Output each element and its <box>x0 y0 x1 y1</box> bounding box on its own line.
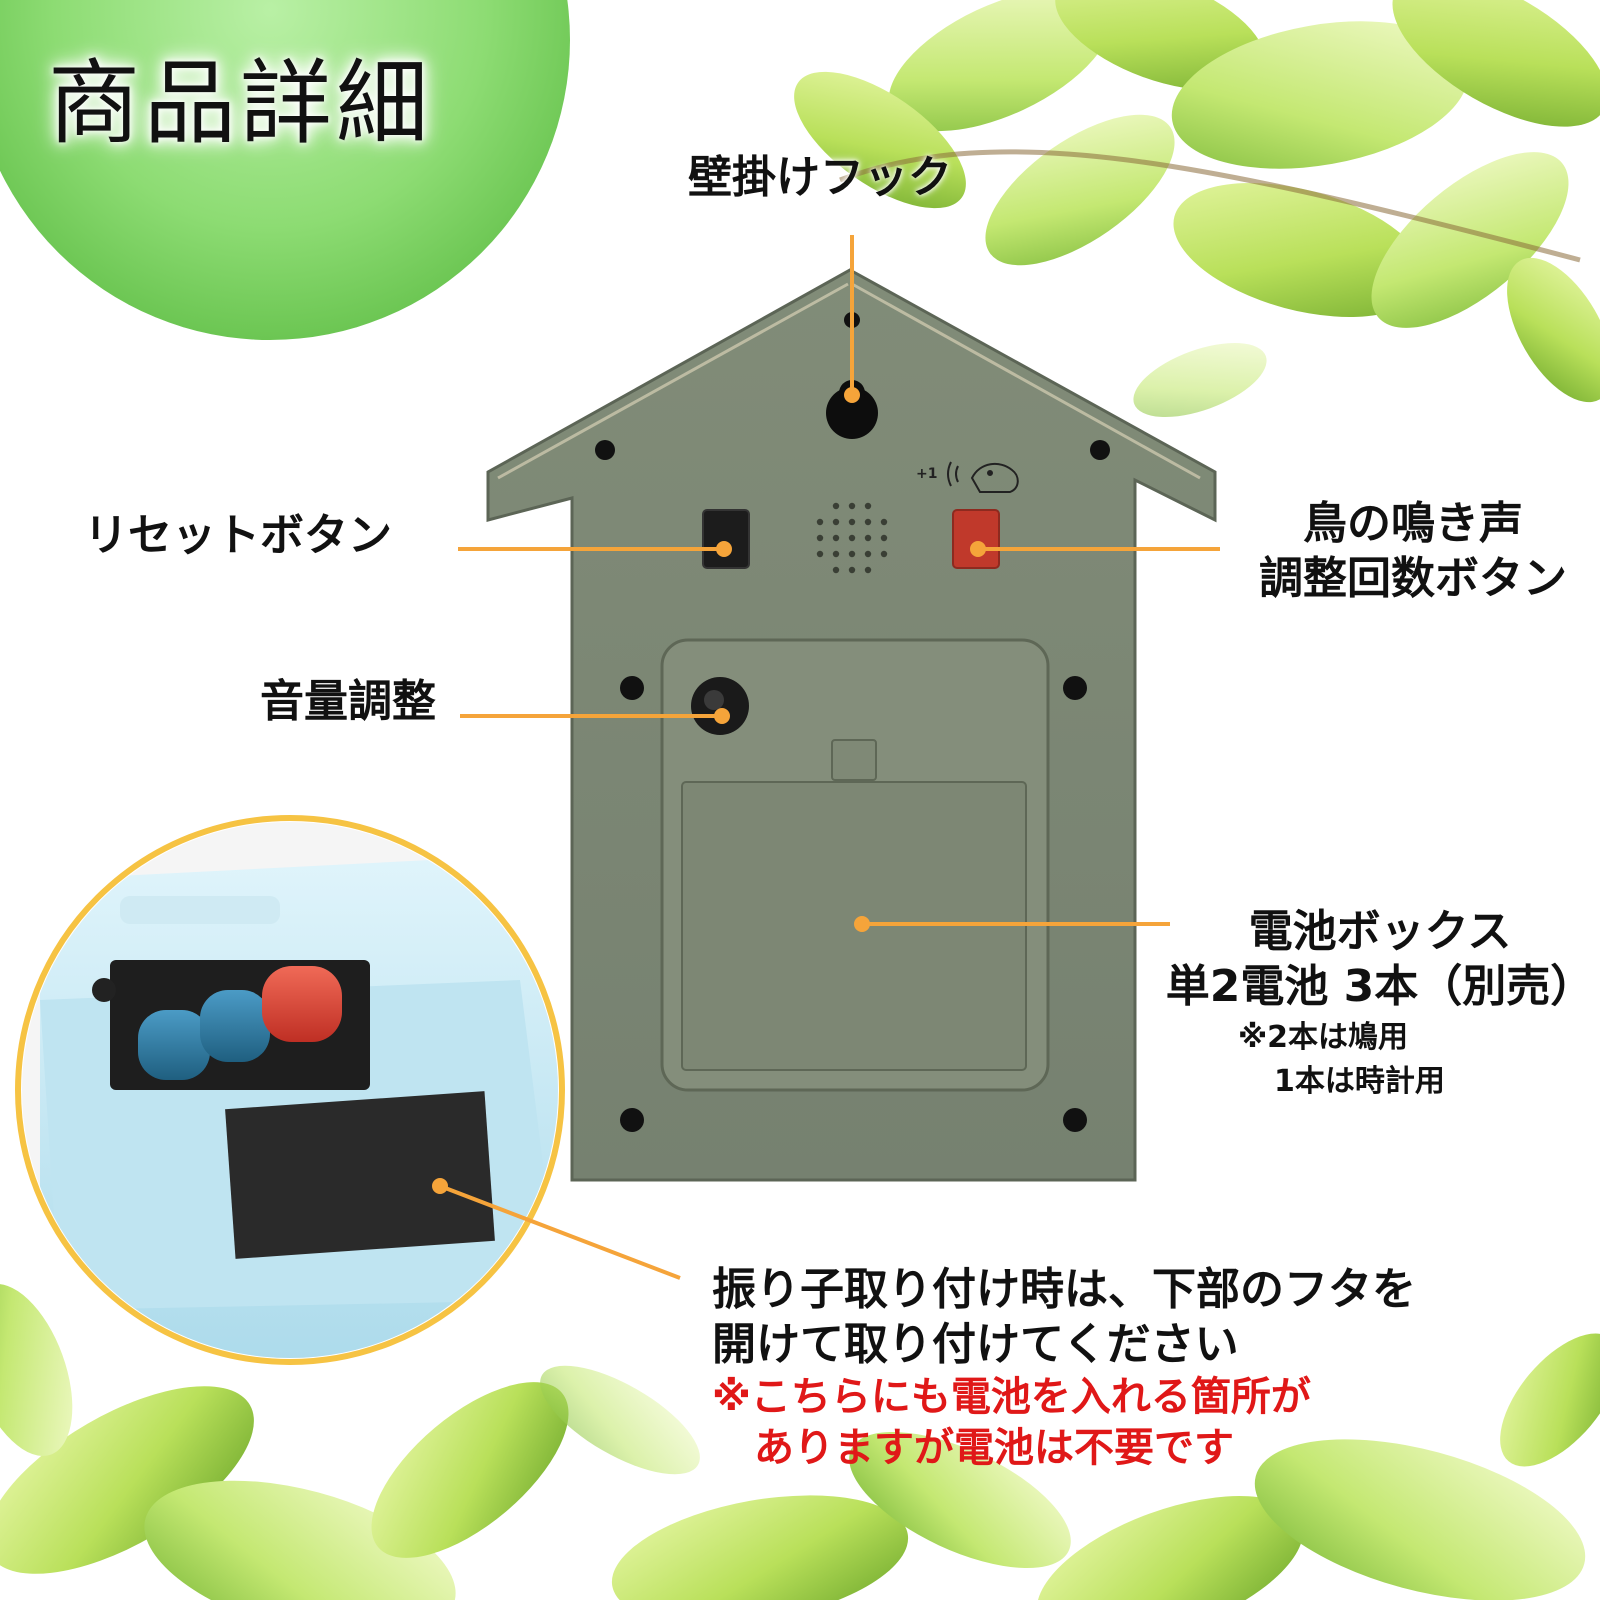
speaker-hole <box>816 550 824 558</box>
speaker-hole <box>864 566 872 574</box>
bird-count-mark: +1 <box>916 466 938 482</box>
pendulum-instruction-line1: 振り子取り付け時は、下部のフタを <box>712 1264 1416 1315</box>
pendulum-instruction-line2: 開けて取り付けてください <box>712 1319 1239 1370</box>
bird-button-label-line2: 調整回数ボタン <box>1259 553 1567 604</box>
speaker-hole <box>848 502 856 510</box>
reset-button[interactable] <box>702 509 750 569</box>
battery-note-line1: ※2本は鳩用 <box>1238 1020 1409 1055</box>
speaker-hole <box>816 518 824 526</box>
speaker-hole <box>848 550 856 558</box>
speaker-hole <box>832 502 840 510</box>
bird-icon <box>970 462 1019 493</box>
battery-zoom-inset <box>15 815 565 1365</box>
speaker-hole <box>864 502 872 510</box>
speaker-hole <box>848 518 856 526</box>
reset-button-label: リセットボタン <box>84 510 392 561</box>
screw-hole-icon <box>595 440 1110 1132</box>
hook-label: 壁掛けフック <box>688 152 952 203</box>
battery-box-label: 電池ボックス 単2電池 3本（別売） <box>1160 904 1600 1014</box>
page-title: 商品詳細 <box>48 50 433 157</box>
battery-warning-line1: ※こちらにも電池を入れる箇所が <box>712 1374 1311 1420</box>
pendulum-instruction: 振り子取り付け時は、下部のフタを 開けて取り付けてください ※こちらにも電池を入… <box>712 1262 1416 1474</box>
clock-back <box>486 268 1217 1182</box>
bird-button-label: 鳥の鳴き声 調整回数ボタン <box>1238 496 1588 606</box>
battery-icon <box>138 966 342 1080</box>
battery-box-label-line1: 電池ボックス <box>1248 906 1512 957</box>
speaker-hole <box>832 518 840 526</box>
battery-compartment <box>660 638 1050 1092</box>
speaker-hole <box>832 550 840 558</box>
leaf-icon <box>794 0 1600 417</box>
speaker-hole <box>832 566 840 574</box>
speaker-hole <box>880 534 888 542</box>
battery-box-label-line2: 単2電池 3本（別売） <box>1165 961 1595 1012</box>
speaker-hole <box>848 566 856 574</box>
bird-call-button[interactable] <box>952 509 1000 569</box>
battery-warning-line2: ありますが電池は不要です <box>754 1425 1234 1472</box>
speaker-hole <box>816 534 824 542</box>
volume-knob[interactable] <box>691 677 749 735</box>
title-circle <box>0 0 570 340</box>
battery-note: ※2本は鳩用 1本は時計用 <box>1238 1016 1445 1103</box>
volume-label: 音量調整 <box>260 676 436 727</box>
speaker-hole <box>864 534 872 542</box>
bird-button-label-line1: 鳥の鳴き声 <box>1303 498 1523 549</box>
battery-note-line2: 1本は時計用 <box>1274 1063 1445 1099</box>
speaker-hole <box>832 534 840 542</box>
speaker-hole <box>864 550 872 558</box>
speaker-hole <box>880 518 888 526</box>
speaker-hole <box>880 550 888 558</box>
speaker-grille-icon <box>816 502 888 574</box>
speaker-hole <box>864 518 872 526</box>
callout-lines <box>432 235 1220 1280</box>
speaker-hole <box>848 534 856 542</box>
sound-wave-icon <box>947 461 959 487</box>
